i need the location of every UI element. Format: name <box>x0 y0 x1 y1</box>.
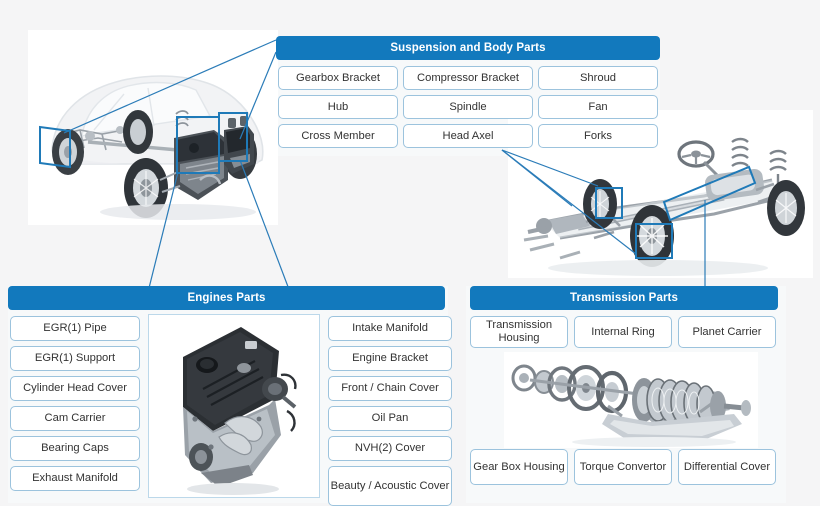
engines-parts-right-column: Intake Manifold Engine Bracket Front / C… <box>328 316 452 506</box>
part-chip-front-chain-cover[interactable]: Front / Chain Cover <box>328 376 452 401</box>
part-chip-cross-member[interactable]: Cross Member <box>278 124 398 148</box>
transmission-cutaway-image <box>504 352 758 448</box>
part-chip-egr1-support[interactable]: EGR(1) Support <box>10 346 140 371</box>
engine-block-image <box>148 314 320 498</box>
part-chip-cam-carrier[interactable]: Cam Carrier <box>10 406 140 431</box>
part-chip-shroud[interactable]: Shroud <box>538 66 658 90</box>
part-chip-beauty-acoustic-cover[interactable]: Beauty / Acoustic Cover <box>328 466 452 506</box>
suspension-and-body-parts-panel: Suspension and Body Parts Gearbox Bracke… <box>276 36 660 156</box>
part-chip-spindle[interactable]: Spindle <box>403 95 533 119</box>
part-chip-transmission-housing[interactable]: Transmission Housing <box>470 316 568 348</box>
part-chip-gear-box-housing[interactable]: Gear Box Housing <box>470 449 568 485</box>
engines-parts-left-column: EGR(1) Pipe EGR(1) Support Cylinder Head… <box>10 316 140 491</box>
part-chip-cylinder-head-cover[interactable]: Cylinder Head Cover <box>10 376 140 401</box>
transmission-graphic <box>504 352 758 448</box>
part-chip-engine-bracket[interactable]: Engine Bracket <box>328 346 452 371</box>
part-chip-fan[interactable]: Fan <box>538 95 658 119</box>
part-chip-differential-cover[interactable]: Differential Cover <box>678 449 776 485</box>
engines-panel-title: Engines Parts <box>8 286 445 310</box>
engine-block-graphic <box>149 315 319 497</box>
part-chip-internal-ring[interactable]: Internal Ring <box>574 316 672 348</box>
engines-parts-panel: Engines Parts EGR(1) Pipe EGR(1) Support… <box>8 286 452 506</box>
car-cutaway-graphic <box>28 30 278 225</box>
car-cutaway-image <box>28 30 278 225</box>
part-chip-hub[interactable]: Hub <box>278 95 398 119</box>
transmission-parts-panel: Transmission Parts Transmission Housing … <box>466 286 786 503</box>
part-chip-compressor-bracket[interactable]: Compressor Bracket <box>403 66 533 90</box>
suspension-panel-title: Suspension and Body Parts <box>276 36 660 60</box>
part-chip-torque-convertor[interactable]: Torque Convertor <box>574 449 672 485</box>
transmission-parts-top-row: Transmission Housing Internal Ring Plane… <box>470 316 782 348</box>
suspension-parts-grid: Gearbox Bracket Compressor Bracket Shrou… <box>278 66 658 148</box>
part-chip-forks[interactable]: Forks <box>538 124 658 148</box>
transmission-panel-title: Transmission Parts <box>470 286 778 310</box>
part-chip-oil-pan[interactable]: Oil Pan <box>328 406 452 431</box>
part-chip-head-axel[interactable]: Head Axel <box>403 124 533 148</box>
part-chip-gearbox-bracket[interactable]: Gearbox Bracket <box>278 66 398 90</box>
part-chip-intake-manifold[interactable]: Intake Manifold <box>328 316 452 341</box>
part-chip-egr1-pipe[interactable]: EGR(1) Pipe <box>10 316 140 341</box>
part-chip-bearing-caps[interactable]: Bearing Caps <box>10 436 140 461</box>
part-chip-exhaust-manifold[interactable]: Exhaust Manifold <box>10 466 140 491</box>
transmission-parts-bottom-row: Gear Box Housing Torque Convertor Differ… <box>470 449 782 485</box>
part-chip-planet-carrier[interactable]: Planet Carrier <box>678 316 776 348</box>
part-chip-nvh2-cover[interactable]: NVH(2) Cover <box>328 436 452 461</box>
